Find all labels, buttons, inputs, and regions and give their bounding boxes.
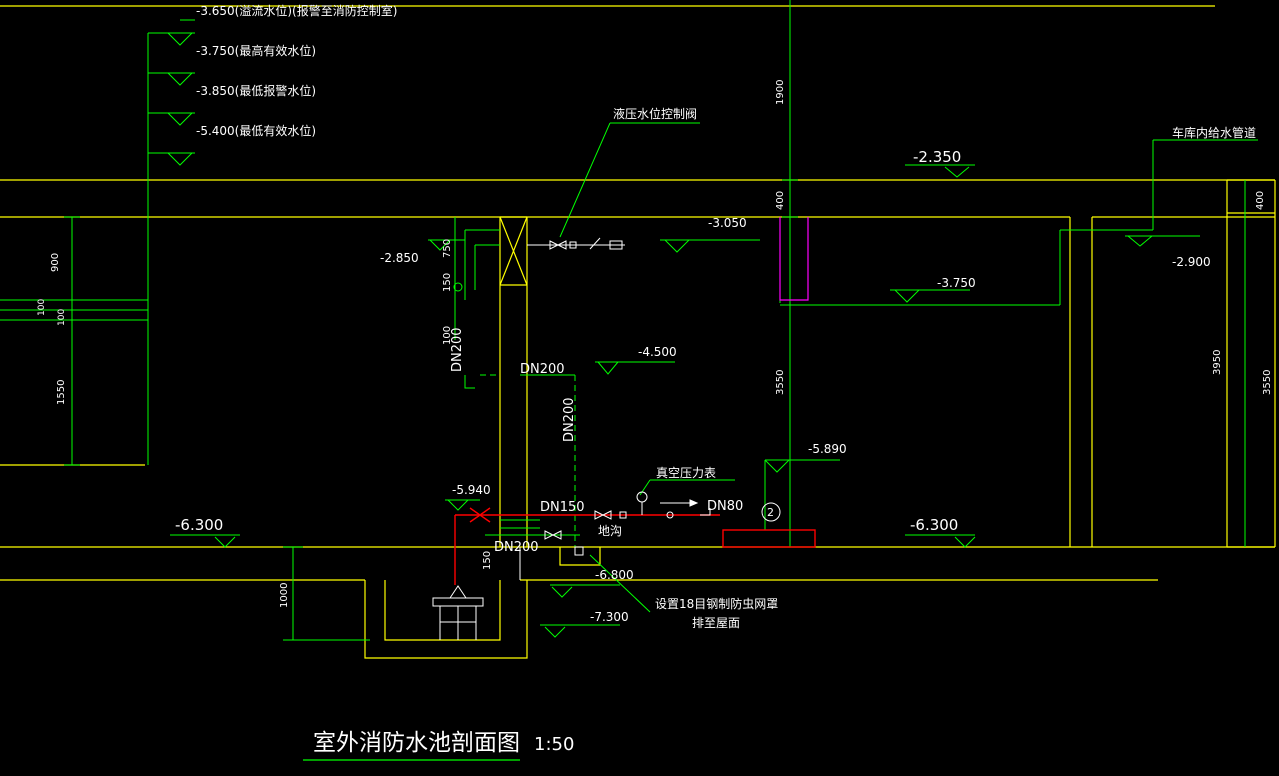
elevation-inlet-left: -2.850	[380, 251, 419, 265]
elevation-floor-right: -6.300	[910, 516, 958, 534]
elevation-pit: -7.300	[590, 610, 629, 624]
dim-pit-1000: 1000	[279, 583, 290, 608]
water-level-4: -5.400(最低有效水位)	[196, 123, 316, 138]
elevation-floor-left: -6.300	[175, 516, 223, 534]
pipe-dn80: DN80	[707, 499, 743, 514]
elevation-mid: -4.500	[638, 345, 677, 359]
dim-mid-150: 150	[442, 273, 453, 292]
garage-pipe-label: 车库内给水管道	[1172, 125, 1256, 140]
dim-center-1900: 1900	[775, 80, 786, 105]
floor-drain-icon	[574, 546, 584, 556]
marker-circle-icon	[761, 502, 781, 522]
dim-left-1550: 1550	[56, 380, 67, 405]
pump-base	[722, 529, 816, 548]
water-level-3: -3.850(最低报警水位)	[196, 83, 316, 98]
floor-drain-label: 地沟	[598, 524, 622, 538]
vent-note-2: 排至屋面	[692, 616, 740, 630]
suction-pipes	[454, 507, 816, 585]
sump-small	[559, 547, 601, 566]
foot-valve	[432, 585, 484, 640]
inlet-valve-assembly	[527, 237, 625, 250]
elevation-overflow: -3.750	[937, 276, 976, 290]
dim-mid-750: 750	[442, 239, 453, 258]
pipe-dn150: DN150	[540, 500, 585, 515]
dim-center-400: 400	[775, 191, 786, 210]
sump-pit	[364, 580, 528, 659]
elevation-valve-left: -5.940	[452, 483, 491, 497]
water-level-2: -3.750(最高有效水位)	[196, 43, 316, 58]
dim-right-3550: 3550	[1262, 370, 1273, 395]
pipe-dn200-vertical-2: DN200	[562, 397, 577, 442]
dim-right-3950: 3950	[1212, 350, 1223, 375]
pipe-dn200-vertical: DN200	[450, 327, 465, 372]
dim-mid-100: 100	[442, 326, 453, 345]
pipe-dn200-low: DN200	[494, 540, 539, 555]
elevation-tank-top-right: -2.900	[1172, 255, 1211, 269]
vacuum-gauge-label: 真空压力表	[656, 466, 716, 480]
marker-label: 2	[767, 506, 774, 519]
hydraulic-valve-label: 液压水位控制阀	[613, 106, 697, 121]
dim-center-3550: 3550	[775, 370, 786, 395]
water-level-1: -3.650(溢流水位)(报警至消防控制室)	[196, 3, 397, 18]
elevation-right-pipe: -5.890	[808, 442, 847, 456]
overflow-pipe	[779, 217, 809, 301]
vent-note-1: 设置18目钢制防虫网罩	[655, 596, 778, 611]
elevation-sump: -6.800	[595, 568, 634, 582]
elevation-roof: -2.350	[913, 148, 961, 166]
structure-walls	[0, 5, 1276, 659]
elevation-inlet-pipe: -3.050	[708, 216, 747, 230]
dim-left-100a: 100	[37, 299, 47, 316]
sump-inner	[384, 580, 501, 641]
valve-leader	[559, 122, 611, 238]
drawing-title: 室外消防水池剖面图	[313, 730, 520, 756]
dim-left-900: 900	[50, 253, 61, 272]
pipe-dn200-horizontal: DN200	[520, 362, 565, 377]
riser-cross-2	[499, 216, 528, 286]
dim-left-100b: 100	[57, 309, 67, 326]
annotations: -3.650(溢流水位)(报警至消防控制室) -3.750(最高有效水位) -3…	[37, 3, 1273, 756]
suction-accessories	[519, 491, 781, 580]
drawing-scale: 1:50	[534, 734, 574, 755]
dim-right-400: 400	[1255, 191, 1266, 210]
dim-mid-150b: 150	[482, 551, 493, 570]
